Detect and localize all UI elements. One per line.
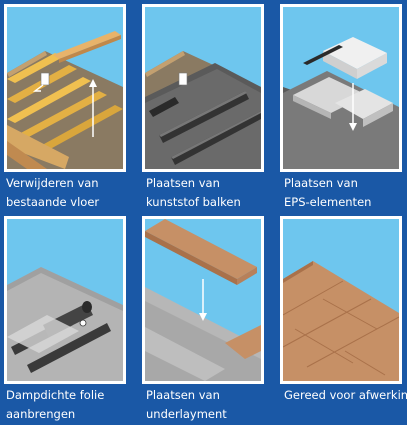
step-4-caption-line1: Dampdichte folie: [6, 388, 105, 402]
step-3-caption-line1: Plaatsen van: [284, 176, 358, 190]
step-1-caption: Verwijderen van bestaande vloer: [6, 174, 99, 212]
step-6-caption-line1: Gereed voor afwerking: [284, 388, 407, 402]
step-5-caption: Plaatsen van underlayment: [146, 386, 227, 424]
step-3-caption: Plaatsen van EPS-elementen: [284, 174, 371, 212]
underlayment-panel: [145, 219, 261, 359]
step-3-illustration: [280, 4, 402, 172]
step-1-caption-line1: Verwijderen van: [6, 176, 99, 190]
step-5-illustration: [142, 216, 264, 384]
step-4-caption: Dampdichte folie aanbrengen: [6, 386, 104, 424]
step-2-illustration: [142, 4, 264, 172]
step-2-caption-line1: Plaatsen van: [146, 176, 220, 190]
step-2-caption: Plaatsen van kunststof balken: [146, 174, 241, 212]
step-6-illustration: [280, 216, 402, 384]
step-4-illustration: [4, 216, 126, 384]
finished-floor: [283, 261, 399, 381]
step-1-illustration: [4, 4, 126, 172]
step-3-caption-line2: EPS-elementen: [284, 195, 372, 209]
step-4-caption-line2: aanbrengen: [6, 407, 76, 421]
step-6-caption: Gereed voor afwerking: [284, 386, 407, 405]
step-5-caption-line2: underlayment: [146, 407, 227, 421]
step-5-caption-line1: Plaatsen van: [146, 388, 220, 402]
step-2-caption-line2: kunststof balken: [146, 195, 241, 209]
step-1-caption-line2: bestaande vloer: [6, 195, 100, 209]
plastic-beam: [149, 91, 261, 165]
